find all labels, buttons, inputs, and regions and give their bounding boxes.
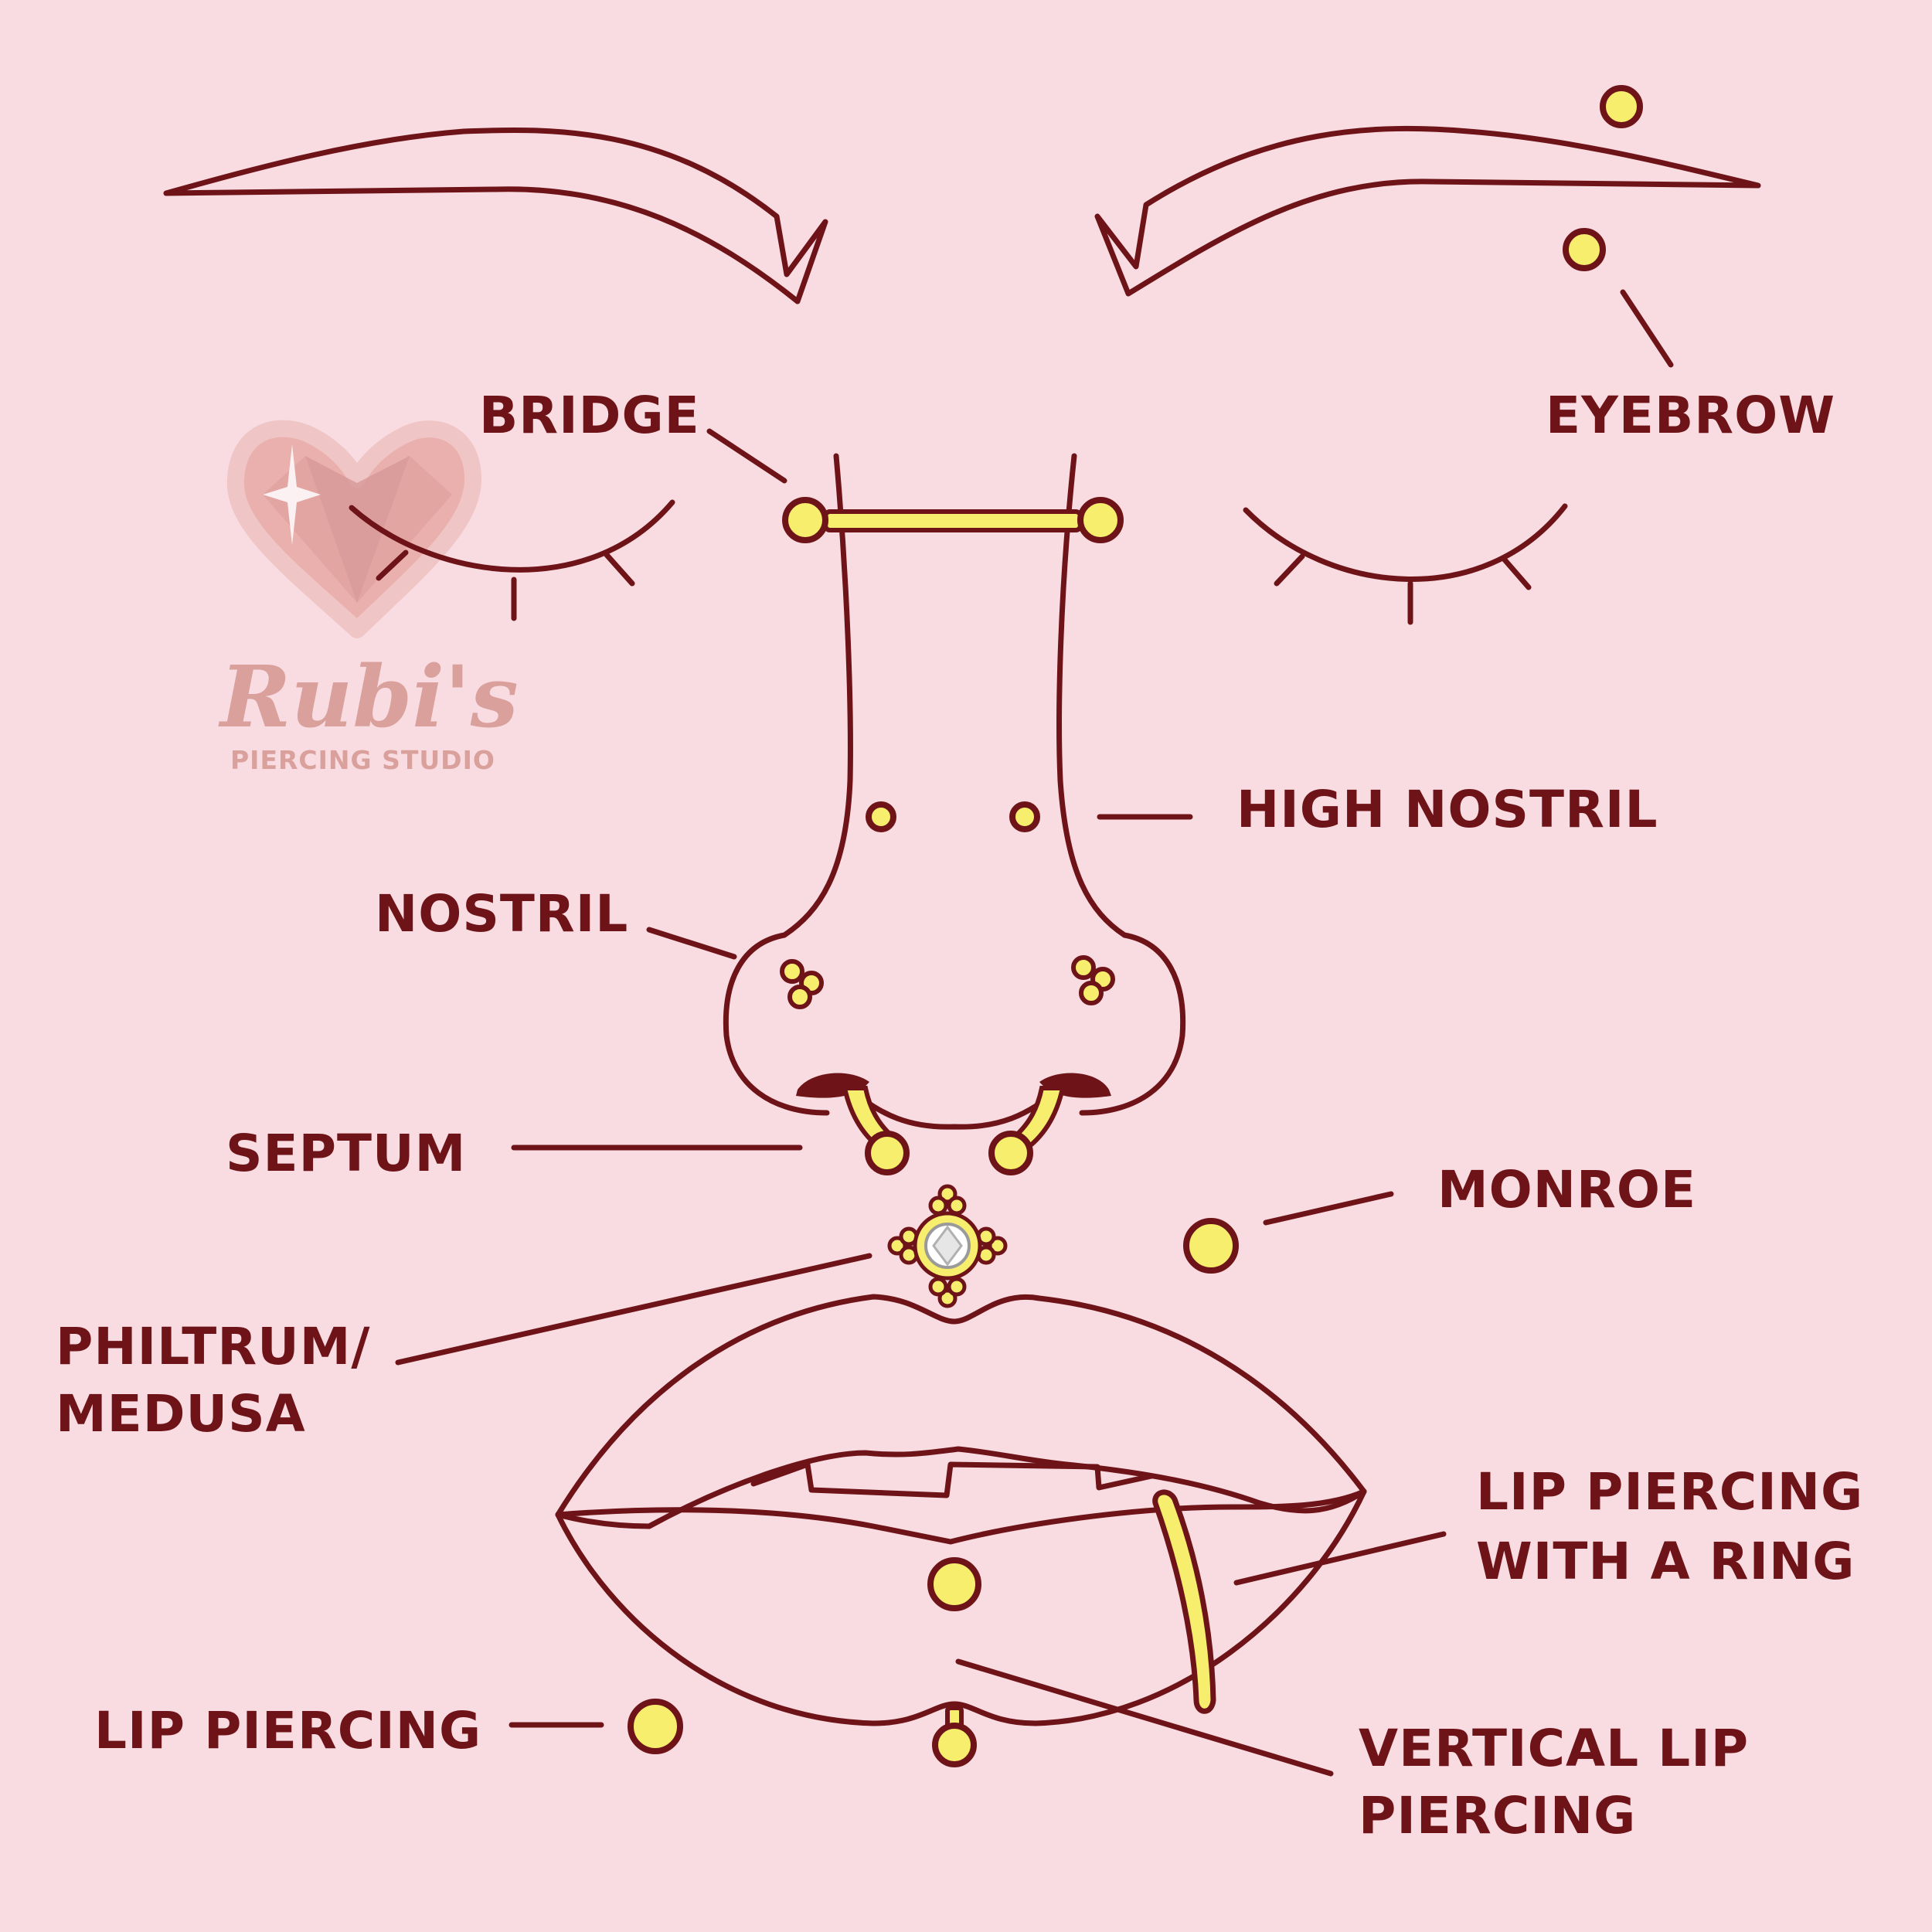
lip-ring-leader (1233, 1531, 1447, 1586)
label-nostril: NOSTRIL (375, 884, 628, 944)
teeth (750, 1461, 1155, 1498)
left-lash-3 (604, 552, 635, 587)
bridge-leader (706, 428, 787, 484)
label-lip-piercing: LIP PIERCING (94, 1701, 481, 1760)
logo-brand: Rubi's (218, 647, 519, 747)
lower-lip (555, 1488, 1367, 1726)
vertical-lip-ball (932, 1723, 977, 1767)
logo: Rubi's PIERCING STUDIO (218, 420, 519, 775)
right-lash-1 (1274, 553, 1305, 587)
label-high-nostril: HIGH NOSTRIL (1236, 780, 1658, 839)
nose-right-side (1056, 453, 1186, 1116)
eyebrow-upper-ball (1600, 85, 1643, 128)
upper-lip-inner (555, 1446, 1367, 1529)
left-lash-1 (376, 549, 409, 581)
septum-right-ball (988, 1131, 1033, 1175)
right-lash-3 (1500, 555, 1532, 590)
monroe-leader (1263, 1191, 1394, 1226)
nose-left-side (723, 453, 853, 1116)
nostril-leader (646, 927, 737, 960)
left-eyebrow (163, 127, 828, 304)
nose-columella (843, 1083, 1066, 1130)
right-eye-lid (1243, 503, 1568, 582)
high-nostril-left-stud (866, 801, 896, 832)
label-lip-ring-2: WITH A RING (1476, 1532, 1855, 1591)
upper-lip (555, 1294, 1367, 1518)
lip-piercing-stud (628, 1699, 683, 1754)
gem-heart-icon (226, 420, 481, 638)
lip-ring (1152, 1489, 1216, 1714)
label-monroe: MONROE (1437, 1160, 1696, 1219)
philtrum-leader (395, 1253, 872, 1366)
logo-tagline: PIERCING STUDIO (230, 745, 495, 775)
label-philtrum-2: MEDUSA (56, 1384, 306, 1444)
lip-center-stud (927, 1557, 981, 1611)
label-eyebrow: EYEBROW (1546, 386, 1835, 445)
label-philtrum-1: PHILTRUM/ (56, 1317, 371, 1376)
monroe-stud (1183, 1218, 1239, 1274)
leader-lines (395, 289, 1674, 1777)
nostril-right-cluster (1071, 955, 1115, 1005)
lower-lip-inner (555, 1488, 1367, 1545)
septum-left-ball (865, 1131, 910, 1175)
labels: BRIDGE EYEBROW HIGH NOSTRIL NOSTRIL SEPT… (56, 386, 1863, 1845)
label-lip-ring-1: LIP PIERCING (1476, 1462, 1863, 1522)
eyebrow-lower-ball (1563, 228, 1606, 271)
label-septum: SEPTUM (226, 1124, 466, 1183)
right-eyebrow (1094, 125, 1761, 297)
label-vertical-1: VERTICAL LIP (1359, 1719, 1749, 1778)
label-vertical-2: PIERCING (1359, 1786, 1636, 1845)
philtrum-jewel (887, 1184, 1008, 1308)
vertical-lip-leader (955, 1658, 1334, 1777)
left-eye-lid (349, 499, 675, 573)
face-outline (163, 125, 1761, 1726)
high-nostril-right-stud (1009, 801, 1040, 832)
bridge-bar (823, 509, 1083, 532)
bridge-left-ball (782, 497, 828, 543)
jewelry (628, 85, 1643, 1767)
label-bridge: BRIDGE (479, 386, 700, 445)
nostril-left-cluster (780, 959, 824, 1009)
eyebrow-leader (1620, 289, 1674, 368)
bridge-right-ball (1077, 497, 1124, 543)
